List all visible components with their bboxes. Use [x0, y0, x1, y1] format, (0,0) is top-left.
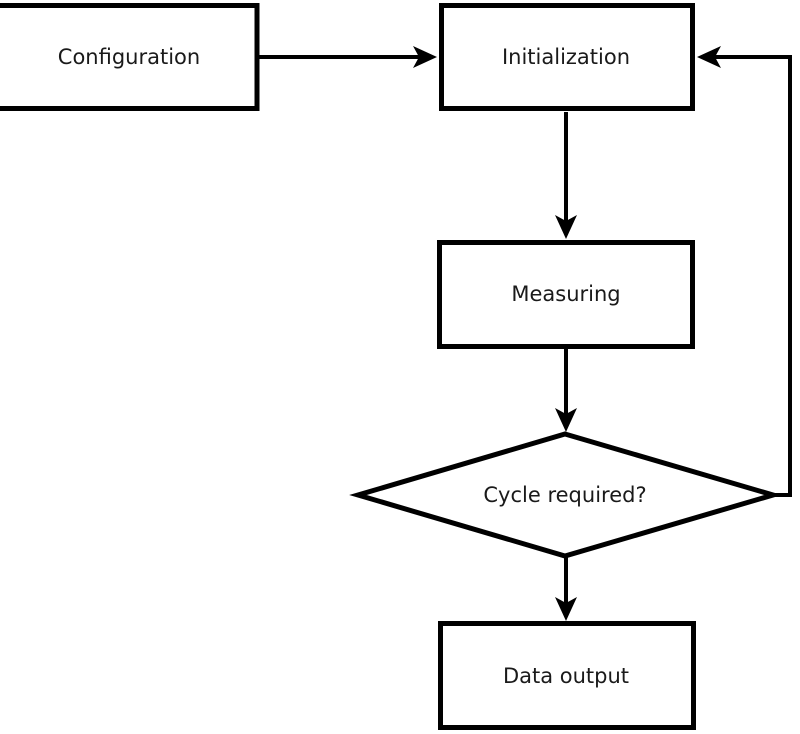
node-shape-rectangle [437, 240, 695, 349]
node-shape-diamond [349, 431, 782, 559]
edge-configuration-to-initialization [259, 46, 437, 68]
node-shape-rectangle [439, 3, 695, 111]
arrowhead-left-icon [697, 46, 721, 68]
node-shape-rectangle [438, 621, 696, 730]
edge-initialization-to-measuring [555, 112, 577, 239]
node-measuring[interactable]: Measuring [437, 240, 695, 349]
arrowhead-down-icon [555, 597, 577, 621]
edge-cycle-required-to-initialization [697, 46, 792, 497]
node-configuration[interactable]: Configuration [0, 3, 260, 111]
node-label: Measuring [511, 282, 620, 306]
edge-measuring-to-cycle-required [555, 349, 577, 432]
node-label: Initialization [502, 45, 630, 69]
node-label: Cycle required? [483, 483, 646, 507]
node-label: Configuration [58, 45, 200, 69]
edge-cycle-required-to-data-output [555, 553, 577, 621]
arrowhead-down-icon [555, 408, 577, 432]
node-data-output[interactable]: Data output [438, 621, 696, 730]
arrowhead-down-icon [555, 215, 577, 239]
node-cycle-required[interactable]: Cycle required? [349, 431, 782, 559]
node-initialization[interactable]: Initialization [439, 3, 695, 111]
node-label: Data output [503, 664, 629, 688]
edge-line [707, 55, 792, 497]
node-shape-rectangle [0, 3, 260, 111]
arrowhead-right-icon [413, 46, 437, 68]
